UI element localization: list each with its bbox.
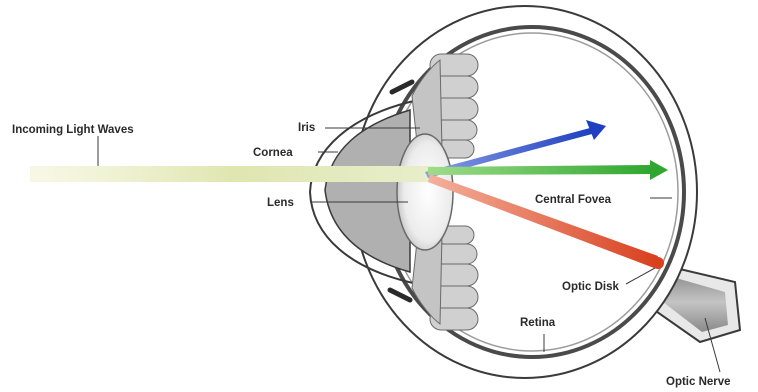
label-cornea: Cornea	[253, 147, 293, 159]
lens-shape	[397, 134, 453, 250]
incoming-light-beam	[30, 166, 435, 182]
label-iris: Iris	[298, 122, 315, 134]
label-lens: Lens	[267, 197, 294, 209]
label-retina: Retina	[520, 317, 556, 329]
label-incoming-light-waves: Incoming Light Waves	[12, 124, 134, 136]
label-optic-disk: Optic Disk	[562, 281, 619, 293]
label-optic-nerve: Optic Nerve	[666, 376, 731, 388]
ray-red-endpoint	[652, 257, 664, 269]
label-central-fovea: Central Fovea	[535, 194, 612, 206]
